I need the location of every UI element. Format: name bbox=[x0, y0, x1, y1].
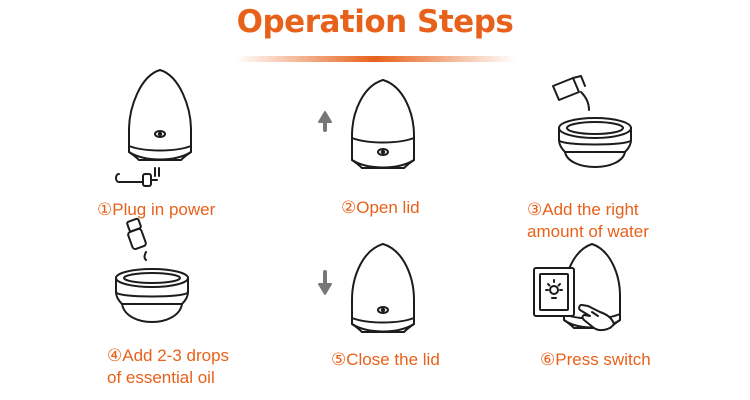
title-underline bbox=[235, 56, 515, 62]
step-1-illustration bbox=[115, 69, 192, 187]
page-title: Operation Steps bbox=[236, 4, 514, 40]
step-4-illustration bbox=[115, 217, 189, 323]
step-4-label: ④Add 2-3 drops of essential oil bbox=[107, 345, 229, 389]
diffuser-icon bbox=[558, 117, 632, 168]
step-3-illustration bbox=[552, 75, 632, 168]
switch-panel-icon bbox=[533, 267, 575, 317]
step-6-illustration bbox=[533, 243, 621, 332]
step-6-label: ⑥Press switch bbox=[540, 349, 651, 371]
step-1-label: ①Plug in power bbox=[97, 199, 215, 221]
step-6-line-1: ⑥Press switch bbox=[540, 350, 651, 369]
step-3-line-2: amount of water bbox=[527, 222, 649, 241]
up-arrow-icon bbox=[318, 111, 332, 132]
step-2-illustration bbox=[318, 79, 415, 169]
water-pitcher-icon bbox=[552, 75, 590, 111]
down-arrow-icon bbox=[318, 270, 332, 295]
diffuser-icon bbox=[115, 268, 189, 323]
step-2-line-1: ②Open lid bbox=[341, 198, 420, 217]
step-1-line-1: ①Plug in power bbox=[97, 200, 216, 219]
step-5-illustration bbox=[318, 243, 415, 333]
step-4-line-2: of essential oil bbox=[107, 368, 215, 387]
oil-dropper-icon bbox=[126, 217, 147, 261]
pointing-hand-icon bbox=[578, 303, 615, 332]
step-4-line-1: ④Add 2-3 drops bbox=[107, 346, 230, 365]
diffuser-icon bbox=[351, 243, 415, 333]
step-2-label: ②Open lid bbox=[341, 197, 420, 219]
step-3-line-1: ③Add the right bbox=[527, 200, 639, 219]
power-plug-icon bbox=[115, 167, 160, 187]
diffuser-icon bbox=[351, 79, 415, 169]
step-5-line-1: ⑤Close the lid bbox=[331, 350, 440, 369]
step-5-label: ⑤Close the lid bbox=[331, 349, 440, 371]
diffuser-icon bbox=[128, 69, 192, 161]
step-3-label: ③Add the right amount of water bbox=[527, 199, 649, 243]
